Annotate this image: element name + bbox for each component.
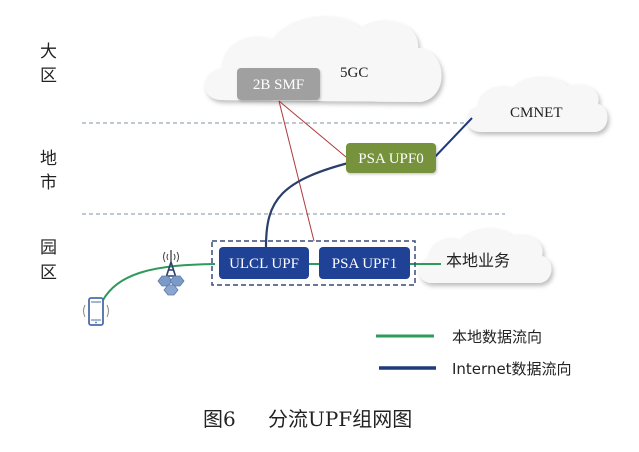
zone-label-city: 地 市: [40, 149, 57, 193]
internet-flow-ulcl-to-psa-upf0: [264, 159, 357, 248]
cloud-5gc-label: 5GC: [340, 65, 368, 81]
node-psa-upf0-label: PSA UPF0: [358, 151, 423, 167]
node-ulcl-upf-label: ULCL UPF: [229, 256, 299, 272]
cloud-cmnet: [466, 76, 608, 132]
internet-flow-psa-upf0-to-cmnet: [431, 117, 473, 161]
legend-label-local-flow: 本地数据流向: [452, 328, 542, 346]
node-psa-upf1-label: PSA UPF1: [332, 256, 397, 272]
cloud-local-service-label: 本地业务: [446, 251, 510, 270]
legend-label-internet-flow: Internet数据流向: [452, 360, 572, 378]
svg-text:园: 园: [40, 238, 57, 258]
zone-label-campus: 园 区: [40, 238, 57, 283]
cell-tower-icon: [157, 250, 185, 296]
svg-text:大: 大: [40, 42, 57, 62]
cloud-cmnet-label: CMNET: [510, 105, 563, 121]
mobile-phone-icon: [83, 297, 109, 326]
figure-caption: 图6 分流UPF组网图: [203, 407, 412, 431]
legend-item-internet-flow: Internet数据流向: [379, 360, 572, 378]
node-2b-smf-label: 2B SMF: [253, 77, 304, 93]
legend-item-local-flow: 本地数据流向: [376, 328, 542, 346]
caption-figure-number: 图6: [203, 407, 236, 431]
local-flow-terminal-to-ulcl: [97, 263, 216, 313]
zone-label-region: 大 区: [40, 42, 57, 86]
cloud-local-service: [418, 228, 552, 283]
caption-title: 分流UPF组网图: [268, 407, 412, 431]
svg-text:区: 区: [40, 263, 57, 283]
svg-text:市: 市: [40, 173, 57, 193]
node-2b-smf[interactable]: [237, 68, 320, 100]
campus-upf-group: [211, 240, 416, 286]
legend: 本地数据流向 Internet数据流向: [376, 328, 572, 378]
control-line-smf-psa-upf1: [278, 100, 315, 242]
node-psa-upf1[interactable]: [319, 247, 410, 279]
svg-text:地: 地: [40, 149, 57, 169]
control-line-smf-psa-upf0: [278, 100, 347, 158]
svg-text:区: 区: [40, 66, 57, 86]
node-psa-upf0[interactable]: [346, 143, 436, 173]
node-ulcl-upf[interactable]: [219, 247, 309, 279]
